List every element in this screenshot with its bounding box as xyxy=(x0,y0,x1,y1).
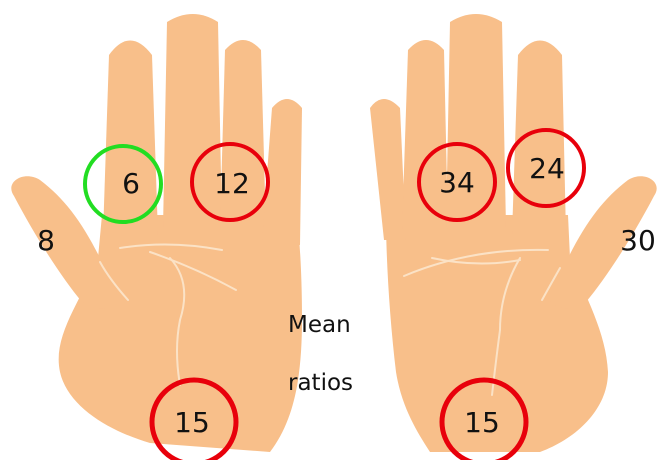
left-middle-value: 12 xyxy=(214,167,250,200)
right-index-value: 24 xyxy=(529,152,565,185)
left-hand-finger-ring xyxy=(220,40,266,230)
left-hand-finger-index xyxy=(103,41,158,236)
caption-line-1: Mean xyxy=(288,312,351,338)
right-hand-finger-little xyxy=(370,99,406,240)
right-wrist-value: 15 xyxy=(464,406,500,439)
left-index-value: 6 xyxy=(122,167,140,200)
caption-line-2: ratios xyxy=(288,370,353,396)
left-thumb-value: 8 xyxy=(37,224,55,257)
right-thumb-value: 30 xyxy=(620,224,656,257)
left-wrist-value: 15 xyxy=(174,406,210,439)
right-middle-value: 34 xyxy=(439,166,475,199)
right-hand xyxy=(370,14,657,452)
